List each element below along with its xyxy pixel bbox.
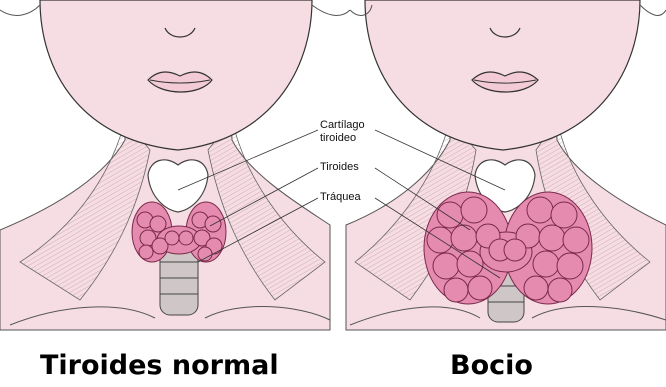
label-thyroid: Tiroides [320,161,359,174]
caption-goiter: Bocio [450,350,533,381]
normal-thyroid-figure [0,0,350,330]
label-cartilage-line1: Cartílago [320,119,365,132]
trachea-left [160,245,198,315]
label-trachea: Tráquea [320,191,361,204]
label-cartilage: Cartílago tiroideo [320,119,365,145]
goiter-figure [346,0,666,330]
label-cartilage-line2: tiroideo [320,132,365,145]
caption-normal-thyroid: Tiroides normal [40,350,279,381]
